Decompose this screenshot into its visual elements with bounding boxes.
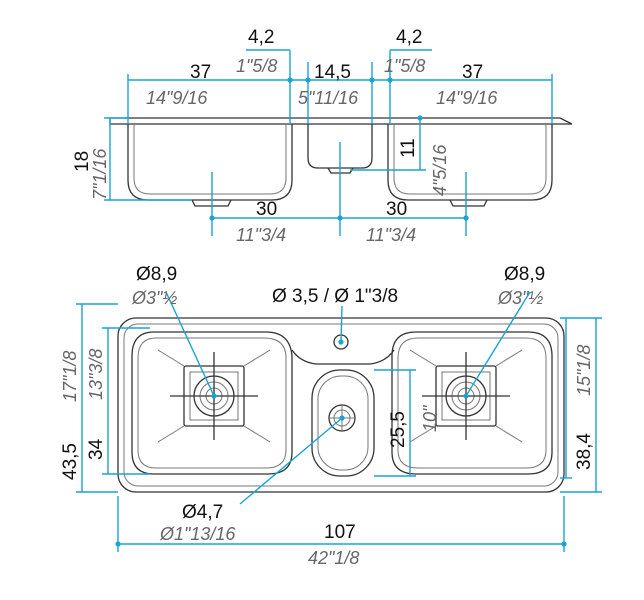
top-right-bowl [391,331,553,475]
total-width-cm: 107 [324,522,356,543]
right-bowl-depth-cm: 38,4 [574,433,595,470]
left-bowl-width-cm: 37 [190,62,211,83]
bowl-depth-cm: 34 [86,438,107,460]
small-drain-dia-in: Ø1"13/16 [159,524,236,544]
bowl-depth-in: 13"3/8 [86,349,106,400]
top-view: Ø8,9 Ø3"½ Ø8,9 Ø3"½ Ø 3,5 / Ø 1"3/8 Ø4,7… [60,264,602,568]
middle-width-cm: 14,5 [314,62,351,83]
left-drain-dia-in: Ø3"½ [131,288,177,308]
total-depth-cm: 43,5 [60,443,81,480]
right-drain-cm: 30 [386,199,407,220]
left-bowl-width-in: 14"9/16 [146,88,208,108]
left-drain-cm: 30 [256,199,277,220]
top-small-bowl [311,369,375,477]
small-bowl-depth-in: 10" [420,404,440,432]
right-drain-dia-in: Ø3"½ [497,288,543,308]
right-drain-dia-cm: Ø8,9 [504,264,545,285]
small-bowl-depth-cm: 25,5 [388,411,409,448]
right-drain-in: 11"3/4 [366,225,416,245]
side-view: 4,2 1"5/8 4,2 1"5/8 37 14"9/16 14,5 5"11… [72,27,573,245]
left-drain-dia-cm: Ø8,9 [136,264,177,285]
middle-width-in: 5"11/16 [298,88,359,108]
right-bowl-width-in: 14"9/16 [436,88,498,108]
small-depth-in: 4"5/16 [430,144,450,196]
right-bowl-width-cm: 37 [462,62,483,83]
tap-hole-label: Ø 3,5 / Ø 1"3/8 [272,286,398,307]
total-depth-in: 17"1/8 [60,351,80,402]
small-depth-cm: 11 [398,138,419,158]
right-gap-cm: 4,2 [396,27,422,48]
depth-cm: 18 [72,151,93,172]
small-drain-dia-cm: Ø4,7 [182,502,223,523]
left-gap-in: 1"5/8 [236,56,277,76]
left-gap-cm: 4,2 [248,27,274,48]
top-left-bowl [131,331,293,475]
total-width-in: 42"1/8 [308,548,359,568]
side-right-bowl [387,124,553,201]
left-drain-in: 11"3/4 [236,225,286,245]
depth-in: 7"1/16 [90,148,110,200]
side-left-bowl [127,124,293,201]
right-gap-in: 1"5/8 [384,56,425,76]
side-rim [109,117,573,125]
right-bowl-depth-in: 15"1/8 [574,345,594,396]
